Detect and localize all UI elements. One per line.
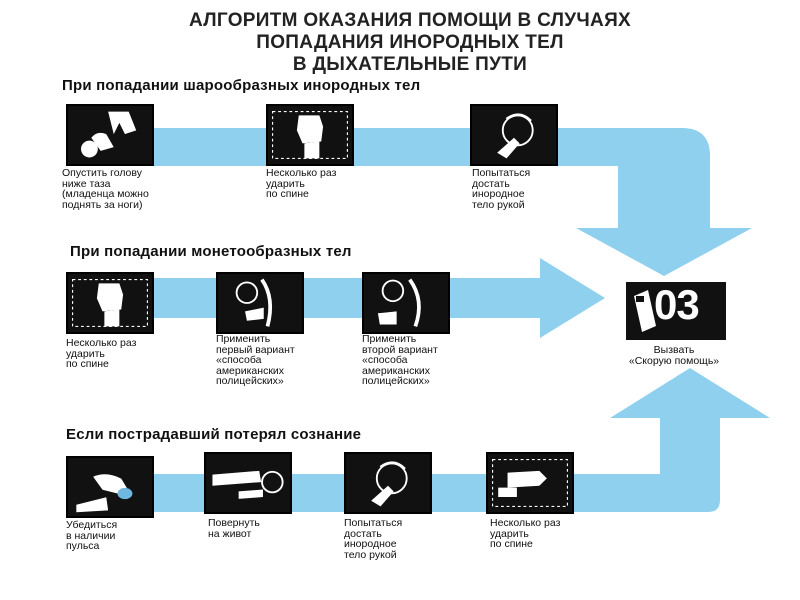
final-caption: Вызвать «Скорую помощь» (628, 344, 720, 367)
title-line-2: ПОПАДАНИЯ ИНОРОДНЫХ ТЕЛ (256, 32, 564, 53)
hand-back-blow-icon (266, 104, 354, 166)
step-caption: Несколько раз ударить по спине (490, 517, 561, 550)
title-line-1: АЛГОРИТМ ОКАЗАНИЯ ПОМОЩИ В СЛУЧАЯХ (189, 10, 631, 31)
hand-back-blow-icon (486, 452, 574, 514)
step-caption: Применить второй вариант «способа америк… (362, 333, 438, 387)
step-caption: Несколько раз ударить по спине (266, 167, 337, 200)
step-caption: Несколько раз ударить по спине (66, 337, 137, 370)
finger-mouth-icon (344, 452, 432, 514)
phone-icon (626, 282, 726, 340)
arrow-row-3 (150, 368, 770, 512)
step-caption: Повернуть на живот (208, 517, 260, 540)
heimlich-second-icon (362, 272, 450, 334)
section-heading-2: При попадании монетообразных тел (70, 243, 352, 260)
finger-mouth-icon (470, 104, 558, 166)
section-heading-1: При попадании шарообразных инородных тел (62, 77, 421, 94)
head-down-icon (66, 104, 154, 166)
step-caption: Убедиться в наличии пульса (66, 519, 118, 552)
step-caption: Применить первый вариант «способа америк… (216, 333, 295, 387)
title-line-3: В ДЫХАТЕЛЬНЫЕ ПУТИ (292, 54, 528, 75)
page-title: АЛГОРИТМ ОКАЗАНИЯ ПОМОЩИ В СЛУЧАЯХ ПОПАД… (80, 10, 740, 76)
section-heading-3: Если пострадавший потерял сознание (66, 426, 362, 443)
turn-prone-icon (204, 452, 292, 514)
ambulance-number: 03 (654, 281, 700, 328)
hand-back-blow-icon (66, 272, 154, 334)
heimlich-first-icon (216, 272, 304, 334)
step-caption: Попытаться достать инородное тело рукой (344, 517, 403, 561)
pulse-check-icon (66, 456, 154, 518)
step-caption: Опустить голову ниже таза (младенца можн… (62, 167, 149, 211)
step-caption: Попытаться достать инородное тело рукой (472, 167, 531, 211)
